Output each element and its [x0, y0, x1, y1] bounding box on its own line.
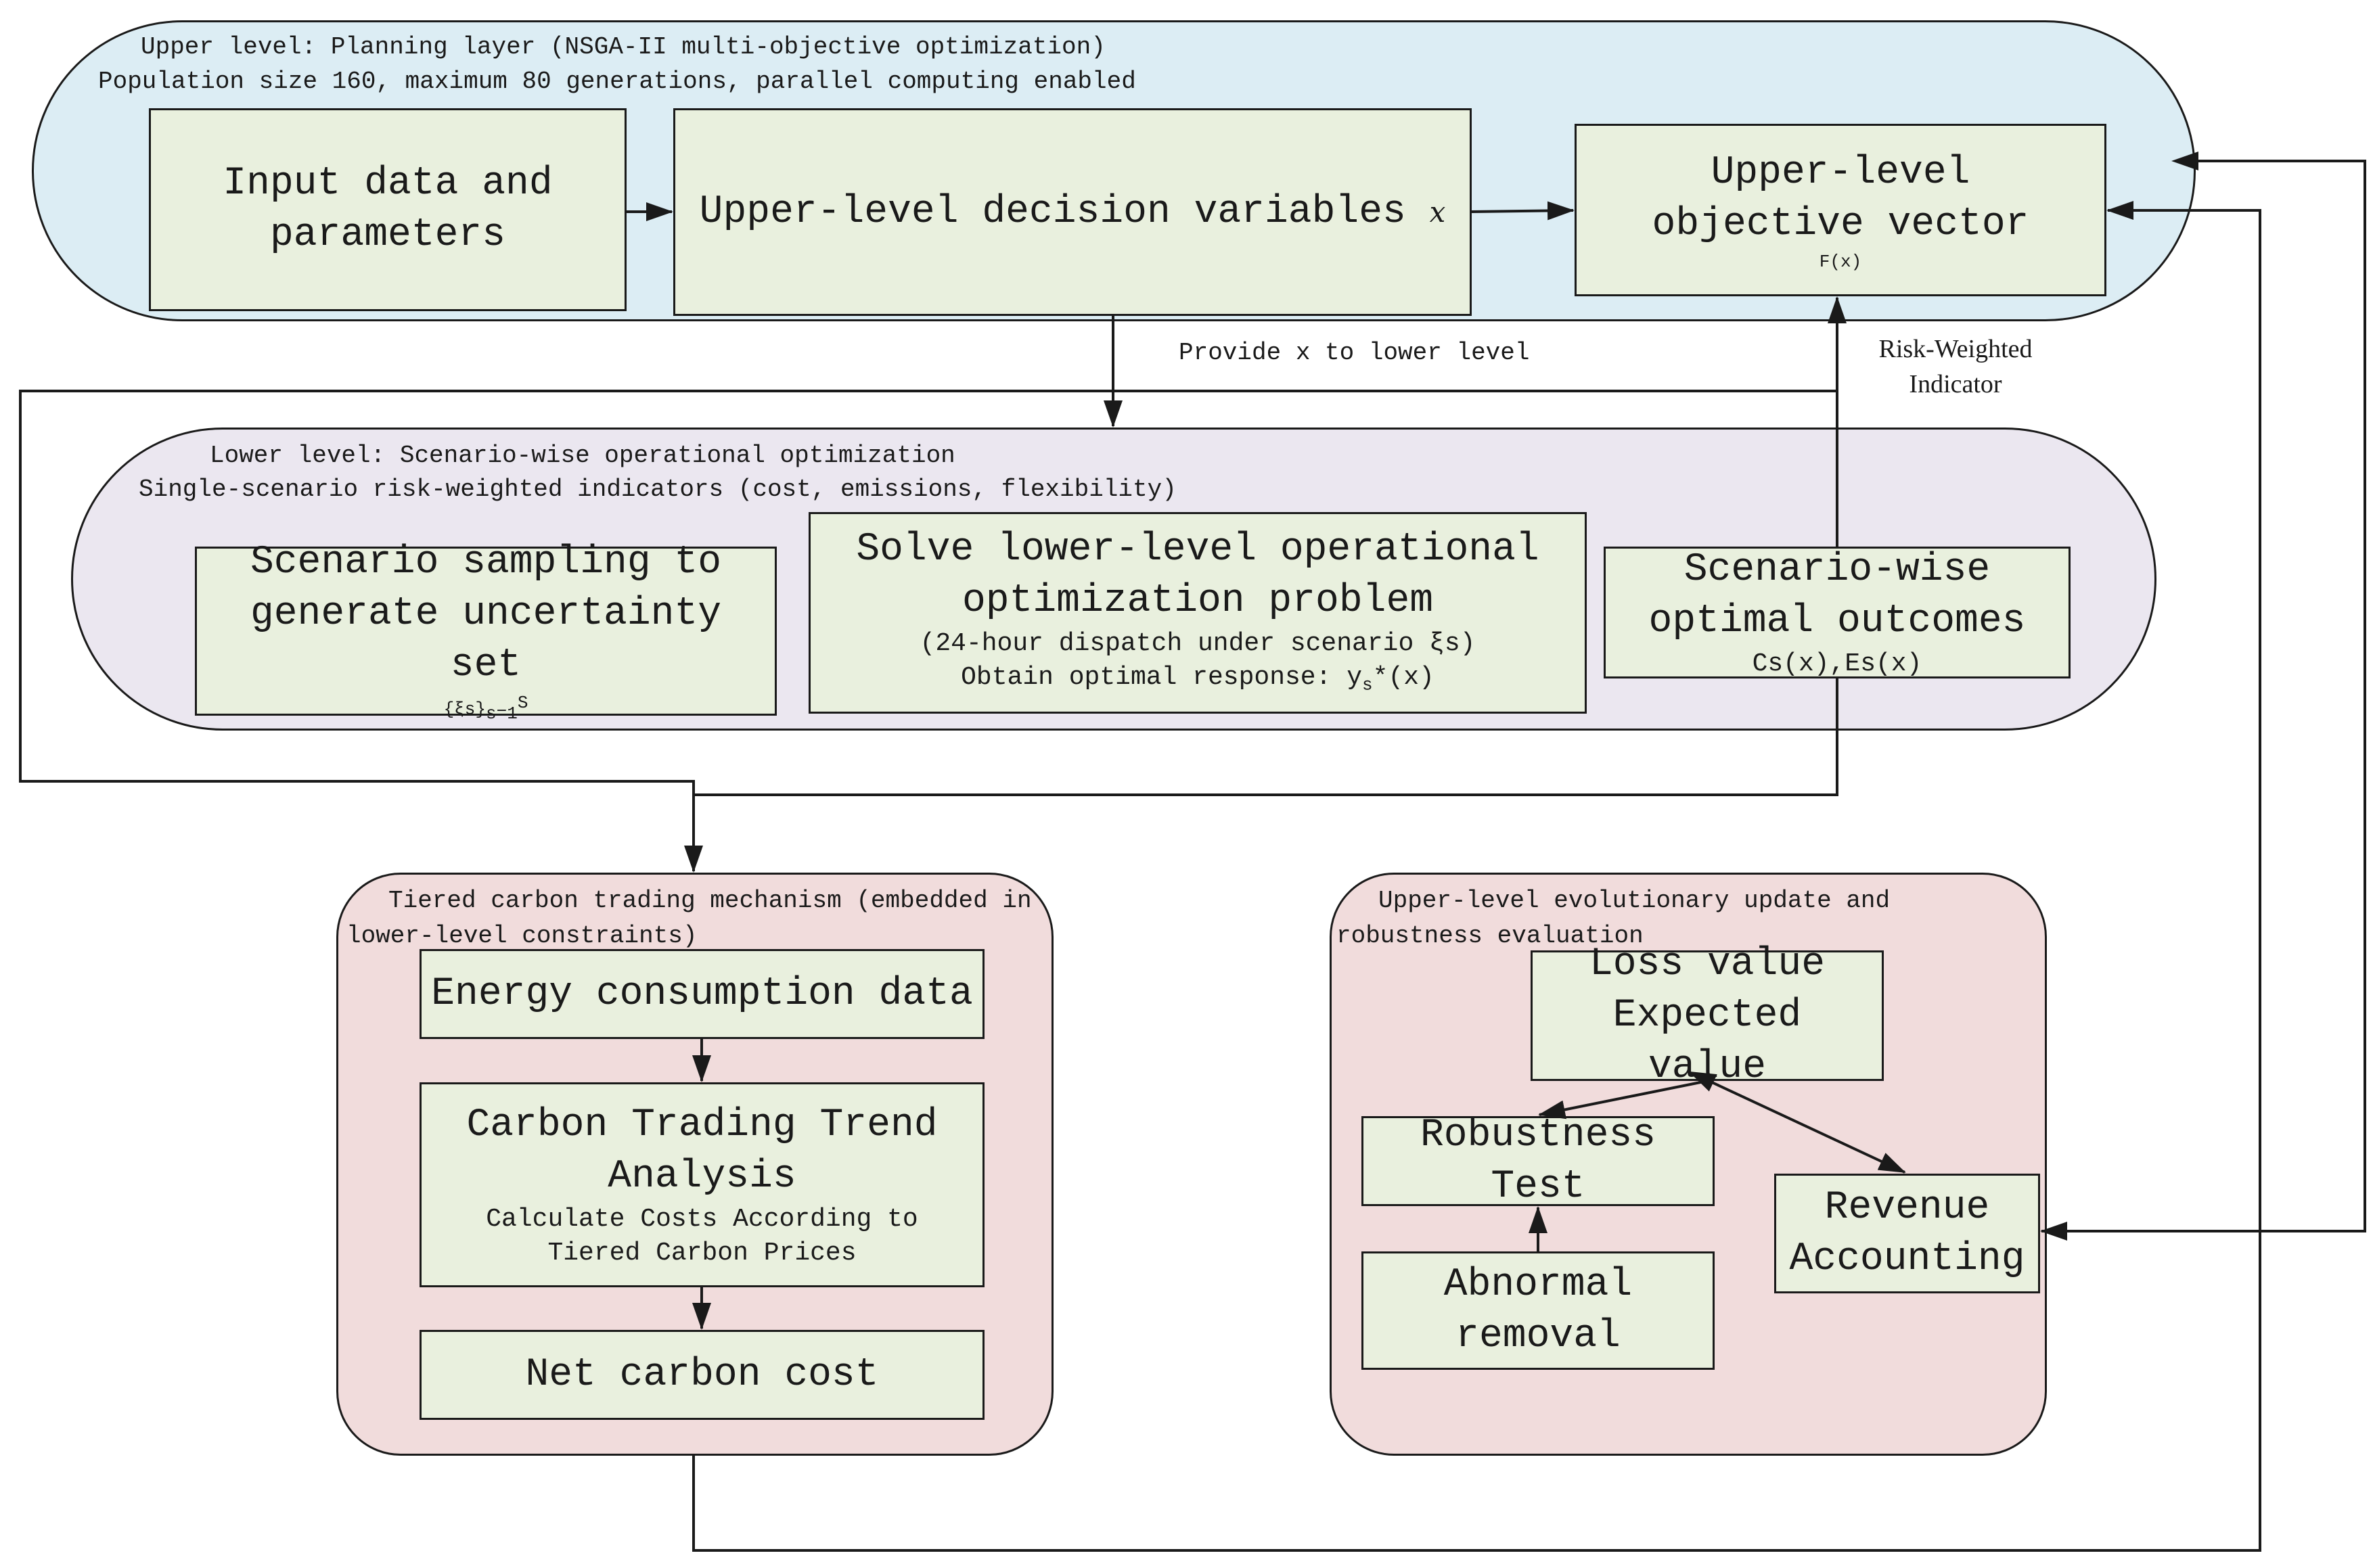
solve-response-tail: *(x) — [1372, 662, 1434, 692]
decision-variables-text: Upper-level decision variables — [699, 189, 1406, 234]
carbon-trend-detail: Calculate Costs According to Tiered Carb… — [486, 1204, 918, 1268]
scenario-set-expr: {ξs}s=1S — [444, 691, 528, 725]
upper-level-subtitle: Population size 160, maximum 80 generati… — [98, 68, 1136, 95]
solve-detail: (24-hour dispatch under scenario ξs) — [920, 628, 1476, 658]
loss-value-label: Loss value Expected value — [1589, 942, 1826, 1089]
line-upper-revenue-loop — [2040, 152, 2366, 1241]
lower-level-subtitle: Single-scenario risk-weighted indicators… — [139, 476, 1177, 503]
scenario-set-sub: s=1 — [486, 703, 518, 724]
input-data-label: Input data and parameters — [223, 162, 553, 257]
decision-variables-box: Upper-level decision variables x — [673, 108, 1472, 316]
robustness-test-label: Robustness Test — [1420, 1113, 1656, 1209]
evolution-title: Upper-level evolutionary update and robu… — [1336, 887, 1891, 950]
solve-response-text: Obtain optimal response: y — [961, 662, 1363, 692]
line-left-loop — [19, 390, 1837, 873]
arrow-loss-to-robustness — [1538, 1080, 1708, 1120]
decision-variable-symbol: x — [1429, 195, 1446, 229]
scenario-sampling-label: Scenario sampling to generate uncertaint… — [250, 540, 722, 688]
objective-vector-label: Upper-level objective vector — [1652, 150, 2029, 246]
arrow-loss-revenue — [1688, 1071, 1906, 1174]
input-data-box: Input data and parameters — [149, 108, 627, 311]
line-carbon-to-objective — [692, 201, 2261, 1552]
scenario-set-symbol: {ξs} — [443, 699, 486, 720]
energy-consumption-label: Energy consumption data — [431, 971, 973, 1016]
solve-response-sub: s — [1362, 674, 1373, 695]
scenario-outcomes-expr: Cs(x),Es(x) — [1752, 649, 1922, 678]
scenario-set-sup: S — [517, 693, 528, 714]
line-outcomes-to-carbon — [694, 678, 1838, 796]
objective-vector-expr: F(x) — [1819, 251, 1862, 272]
net-carbon-cost-label: Net carbon cost — [525, 1352, 879, 1397]
carbon-trading-title: Tiered carbon trading mechanism (embedde… — [346, 887, 1032, 950]
upper-level-title: Upper level: Planning layer (NSGA-II mul… — [141, 33, 1106, 61]
loss-value-box: Loss value Expected value — [1531, 942, 1884, 1089]
carbon-trend-box: Carbon Trading Trend Analysis Calculate … — [420, 1082, 985, 1287]
robustness-test-box: Robustness Test — [1361, 1113, 1715, 1209]
provide-x-label: Provide x to lower level — [1179, 339, 1530, 367]
objective-vector-box: Upper-level objective vector F(x) — [1575, 124, 2106, 296]
carbon-trend-label: Carbon Trading Trend Analysis — [466, 1103, 938, 1199]
net-carbon-cost-box: Net carbon cost — [420, 1330, 985, 1420]
scenario-sampling-box: Scenario sampling to generate uncertaint… — [195, 540, 777, 724]
abnormal-removal-box: Abnormal removal — [1361, 1251, 1715, 1370]
scenario-outcomes-label: Scenario-wise optimal outcomes — [1648, 547, 2026, 643]
revenue-accounting-box: Revenue Accounting — [1774, 1174, 2040, 1293]
solve-lower-level-box: Solve lower-level operational optimizati… — [809, 512, 1587, 714]
arrow-decision-to-objective — [1471, 201, 1575, 221]
solve-lower-level-label: Solve lower-level operational optimizati… — [856, 527, 1539, 623]
solve-response: Obtain optimal response: ys*(x) — [961, 661, 1434, 702]
energy-consumption-box: Energy consumption data — [420, 949, 985, 1039]
lower-level-title: Lower level: Scenario-wise operational o… — [210, 442, 955, 469]
risk-weighted-label: Risk-Weighted Indicator — [1878, 335, 2033, 398]
revenue-accounting-label: Revenue Accounting — [1789, 1185, 2025, 1281]
decision-variables-label: Upper-level decision variables x — [700, 187, 1446, 238]
abnormal-removal-label: Abnormal removal — [1443, 1262, 1633, 1358]
scenario-outcomes-box: Scenario-wise optimal outcomes Cs(x),Es(… — [1604, 547, 2071, 678]
